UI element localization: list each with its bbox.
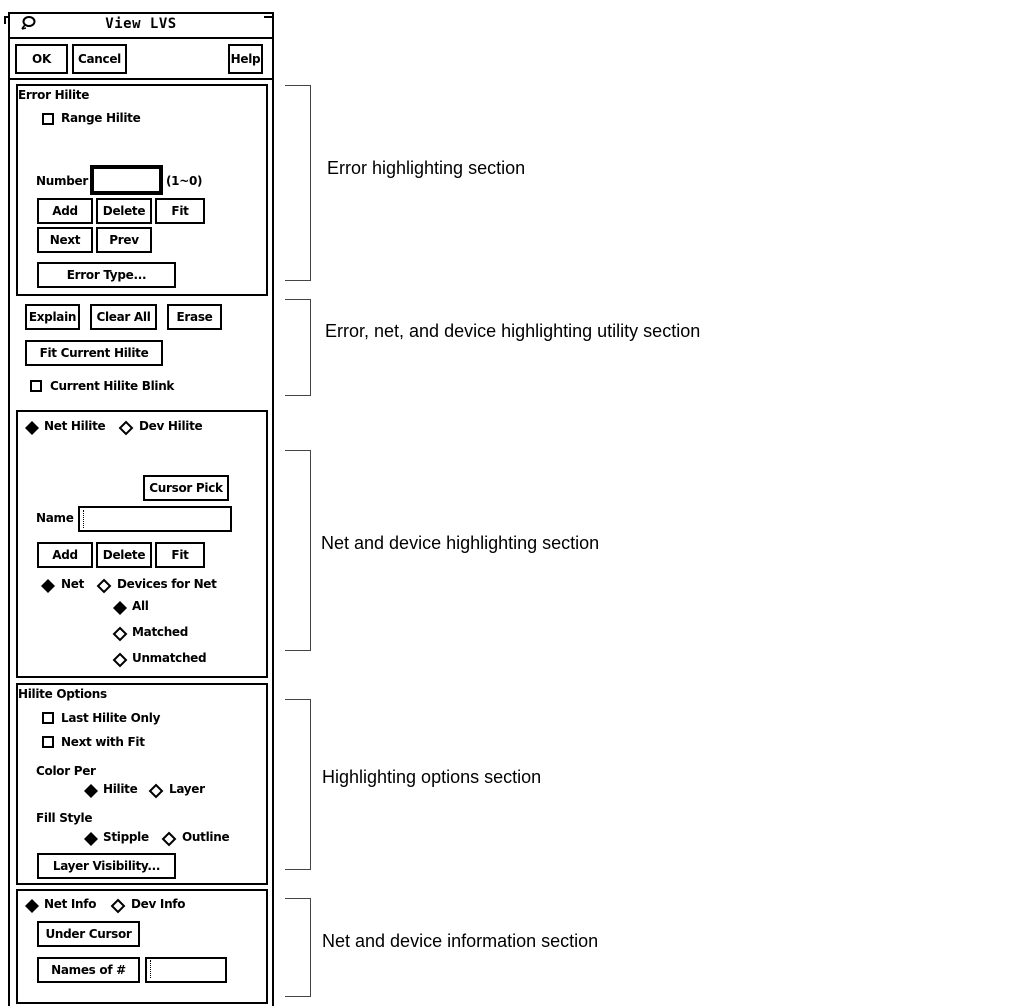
next-with-fit-label: Next with Fit	[61, 735, 145, 749]
net-dev-hilite-section	[16, 410, 268, 678]
last-hilite-only-checkbox[interactable]	[42, 712, 54, 724]
window-frame-corner	[264, 16, 274, 24]
error-number-input[interactable]	[90, 165, 163, 195]
color-per-label: Color Per	[36, 764, 96, 778]
range-hilite-checkbox[interactable]	[42, 113, 54, 125]
ok-button[interactable]: OK	[15, 44, 68, 74]
fill-outline-radio[interactable]	[161, 831, 177, 847]
hilite-options-title: Hilite Options	[18, 687, 107, 701]
annotation-bracket	[285, 699, 311, 870]
fill-stipple-label: Stipple	[103, 830, 149, 844]
next-with-fit-checkbox[interactable]	[42, 736, 54, 748]
error-fit-button[interactable]: Fit	[155, 198, 205, 224]
annotation-error-highlighting: Error highlighting section	[327, 158, 526, 178]
names-of-input[interactable]	[145, 957, 227, 983]
under-cursor-button[interactable]: Under Cursor	[37, 921, 140, 947]
annotation-bracket	[285, 85, 311, 281]
dev-hilite-label: Dev Hilite	[139, 419, 203, 433]
fill-style-label: Fill Style	[36, 811, 93, 825]
filter-all-label: All	[132, 599, 149, 613]
fill-stipple-radio[interactable]	[83, 831, 98, 846]
net-hilite-radio[interactable]	[24, 420, 39, 435]
annotation-utility: Error, net, and device highlighting util…	[325, 321, 701, 341]
current-hilite-blink-label: Current Hilite Blink	[50, 379, 175, 393]
net-info-radio[interactable]	[24, 898, 39, 913]
filter-all-radio[interactable]	[112, 600, 127, 615]
erase-button[interactable]: Erase	[167, 304, 222, 330]
net-target-label: Net	[61, 577, 85, 591]
explain-button[interactable]: Explain	[25, 304, 80, 330]
net-fit-button[interactable]: Fit	[155, 542, 205, 568]
cancel-button[interactable]: Cancel	[72, 44, 127, 74]
devices-for-net-label: Devices for Net	[117, 577, 217, 591]
dev-info-label: Dev Info	[131, 897, 186, 911]
error-add-button[interactable]: Add	[37, 198, 93, 224]
net-delete-button[interactable]: Delete	[96, 542, 152, 568]
text-caret	[150, 960, 151, 978]
error-hilite-title: Error Hilite	[18, 88, 90, 102]
range-hilite-label: Range Hilite	[61, 111, 141, 125]
error-prev-button[interactable]: Prev	[96, 227, 152, 253]
color-per-layer-label: Layer	[169, 782, 205, 796]
filter-matched-radio[interactable]	[112, 626, 128, 642]
text-caret	[83, 510, 84, 528]
annotation-information: Net and device information section	[322, 931, 599, 951]
error-hilite-section	[16, 84, 268, 296]
title-bar[interactable]: View LVS	[10, 14, 272, 36]
error-next-button[interactable]: Next	[37, 227, 93, 253]
net-hilite-label: Net Hilite	[44, 419, 106, 433]
annotation-bracket	[285, 299, 311, 396]
annotation-bracket	[285, 898, 311, 997]
clear-all-button[interactable]: Clear All	[90, 304, 157, 330]
net-target-radio[interactable]	[40, 578, 55, 593]
title-divider	[10, 37, 272, 39]
view-lvs-dialog	[8, 12, 274, 1006]
filter-matched-label: Matched	[132, 625, 189, 639]
filter-unmatched-label: Unmatched	[132, 651, 207, 665]
names-of-button[interactable]: Names of #	[37, 957, 140, 983]
error-type-button[interactable]: Error Type...	[37, 262, 176, 288]
fill-outline-label: Outline	[182, 830, 230, 844]
error-delete-button[interactable]: Delete	[96, 198, 152, 224]
window-frame-corner	[4, 16, 10, 24]
filter-unmatched-radio[interactable]	[112, 652, 128, 668]
current-hilite-blink-checkbox[interactable]	[30, 380, 42, 392]
annotation-highlighting-options: Highlighting options section	[322, 767, 542, 787]
color-per-hilite-radio[interactable]	[83, 783, 98, 798]
info-section	[16, 889, 268, 1004]
net-name-input[interactable]	[78, 506, 232, 532]
color-per-layer-radio[interactable]	[148, 783, 164, 799]
last-hilite-only-label: Last Hilite Only	[61, 711, 161, 725]
name-label: Name	[36, 511, 74, 525]
fit-current-hilite-button[interactable]: Fit Current Hilite	[25, 340, 163, 366]
dev-hilite-radio[interactable]	[118, 420, 134, 436]
annotation-bracket	[285, 450, 311, 651]
dev-info-radio[interactable]	[110, 898, 126, 914]
number-label: Number	[36, 174, 88, 188]
toolbar-divider	[10, 78, 272, 80]
net-info-label: Net Info	[44, 897, 97, 911]
net-add-button[interactable]: Add	[37, 542, 93, 568]
devices-for-net-radio[interactable]	[96, 578, 112, 594]
number-range-label: (1~0)	[166, 174, 203, 188]
annotation-net-device-highlighting: Net and device highlighting section	[321, 533, 600, 553]
hilite-options-section	[16, 683, 268, 885]
window-title: View LVS	[105, 16, 177, 32]
color-per-hilite-label: Hilite	[103, 782, 138, 796]
help-button[interactable]: Help	[228, 44, 263, 74]
lasso-icon[interactable]	[20, 16, 36, 34]
layer-visibility-button[interactable]: Layer Visibility...	[37, 853, 176, 879]
cursor-pick-button[interactable]: Cursor Pick	[143, 475, 229, 501]
